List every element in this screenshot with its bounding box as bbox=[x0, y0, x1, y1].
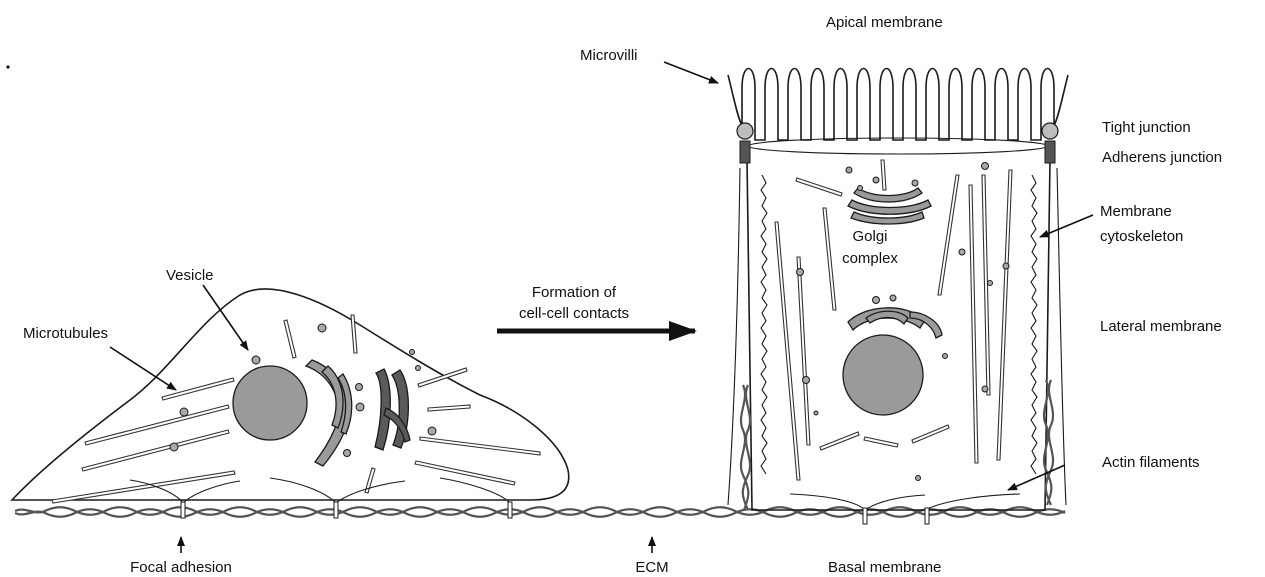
stray-dot bbox=[6, 65, 9, 68]
adherens-junction-right bbox=[1045, 141, 1055, 163]
nucleus-right bbox=[843, 335, 923, 415]
tight-junction-right bbox=[1042, 123, 1058, 139]
nucleus-left bbox=[233, 366, 307, 440]
tight-junction-left bbox=[737, 123, 753, 139]
label-lateral-membrane: Lateral membrane bbox=[1100, 318, 1222, 335]
label-formation-1: Formation of bbox=[532, 284, 617, 301]
migrating-cell bbox=[12, 289, 569, 518]
label-tight-junction: Tight junction bbox=[1102, 119, 1191, 136]
label-focal-adhesion: Focal adhesion bbox=[130, 559, 232, 576]
arrow-membrane-cytoskeleton bbox=[1040, 215, 1093, 237]
label-golgi-2: complex bbox=[842, 250, 898, 267]
label-membrane-cytoskeleton-1: Membrane bbox=[1100, 203, 1172, 220]
adherens-junction-left bbox=[740, 141, 750, 163]
label-actin-filaments: Actin filaments bbox=[1102, 454, 1200, 471]
microvilli bbox=[728, 69, 1068, 141]
label-golgi-1: Golgi bbox=[852, 228, 887, 245]
polarized-cell bbox=[728, 69, 1068, 525]
label-membrane-cytoskeleton-2: cytoskeleton bbox=[1100, 228, 1183, 245]
label-vesicle: Vesicle bbox=[166, 267, 214, 284]
label-microvilli: Microvilli bbox=[580, 47, 638, 64]
label-basal-membrane: Basal membrane bbox=[828, 559, 941, 576]
label-apical-membrane: Apical membrane bbox=[826, 14, 943, 31]
golgi-right bbox=[848, 177, 931, 224]
label-formation-2: cell-cell contacts bbox=[519, 305, 629, 322]
ecm-fibers bbox=[15, 507, 1065, 517]
golgi-near-nucleus bbox=[848, 308, 942, 338]
arrow-microtubules bbox=[110, 347, 176, 390]
cytoskeleton-left bbox=[761, 175, 767, 474]
cytoskeleton-right bbox=[1031, 175, 1037, 474]
arrow-microvilli bbox=[664, 62, 718, 83]
label-adherens-junction: Adherens junction bbox=[1102, 149, 1222, 166]
label-microtubules: Microtubules bbox=[23, 325, 108, 342]
label-ecm: ECM bbox=[635, 559, 668, 576]
er-left bbox=[375, 369, 410, 450]
arrow-actin-filaments bbox=[1008, 465, 1065, 490]
